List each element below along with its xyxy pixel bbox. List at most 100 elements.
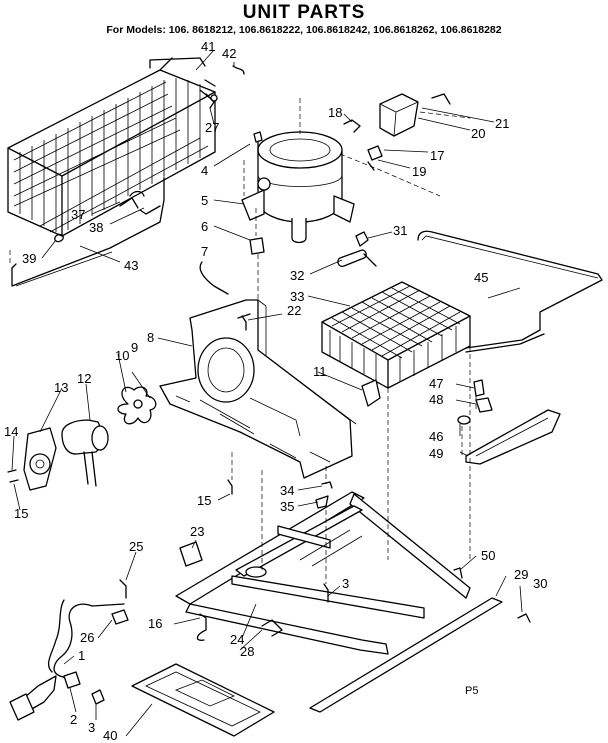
callout-12: 12: [77, 371, 91, 386]
part-4-bolt: [253, 131, 263, 153]
callout-43: 43: [124, 258, 138, 273]
part-29-rail: [309, 597, 503, 713]
callout-35: 35: [280, 499, 294, 514]
callout-49: 49: [429, 446, 443, 461]
callout-26: 26: [80, 630, 94, 645]
part-7-clip: [199, 261, 229, 295]
callout-22: 22: [287, 303, 301, 318]
callout-24: 24: [230, 632, 244, 647]
part-16-screw-wire: [196, 613, 207, 641]
callout-7: 7: [201, 244, 208, 259]
page-reference: P5: [465, 685, 478, 697]
part-28-clip: [261, 619, 283, 637]
part-46-plug: [457, 415, 471, 425]
callout-41: 41: [201, 39, 215, 54]
callout-23: 23: [190, 524, 204, 539]
callout-13: 13: [54, 380, 68, 395]
part-30-screw: [517, 613, 531, 623]
relay-overload-group: [343, 93, 451, 171]
callout-48: 48: [429, 392, 443, 407]
callout-47: 47: [429, 376, 443, 391]
callout-27: 27: [205, 120, 219, 135]
part-45-tube: [417, 230, 603, 353]
condenser-coil: [321, 281, 471, 389]
callout-2: 2: [70, 712, 77, 727]
assembly-lines-2: [339, 111, 471, 197]
fan-shroud-bracket: [159, 299, 357, 479]
part-39-clip: [54, 233, 64, 243]
part-15-screw: [227, 479, 233, 495]
part-32-drier: [337, 249, 367, 267]
assembly-lines-4: [231, 452, 327, 584]
callout-6: 6: [201, 219, 208, 234]
callout-19: 19: [412, 164, 426, 179]
callout-17: 17: [430, 148, 444, 163]
part-47-fitting: [473, 379, 485, 397]
part-42-clip: [232, 65, 245, 75]
page-title: UNIT PARTS: [242, 2, 366, 23]
callout-37: 37: [71, 207, 85, 222]
part-6-grommet: [249, 237, 265, 255]
callout-9: 9: [131, 340, 138, 355]
callout-14: 14: [4, 424, 18, 439]
callout-5: 5: [201, 193, 208, 208]
part-12-fan-motor: [61, 419, 109, 487]
callout-50: 50: [481, 548, 495, 563]
part-32-drier-tube: [363, 253, 377, 267]
callout-10: 10: [115, 348, 129, 363]
compressor: [241, 131, 355, 244]
assembly-lines-1: [243, 98, 301, 300]
callout-25: 25: [129, 539, 143, 554]
callout-18: 18: [328, 105, 342, 120]
callout-15-upper: 15: [197, 493, 211, 508]
part-27-screw: [205, 93, 215, 109]
part-22-screw: [237, 313, 251, 331]
callout-20: 20: [471, 126, 485, 141]
part-49-trough-inner: [475, 417, 549, 457]
part-31-clip: [355, 231, 369, 247]
callout-32: 32: [290, 268, 304, 283]
callout-38: 38: [89, 220, 103, 235]
callout-4: 4: [201, 163, 208, 178]
part-10-fan-blade: [117, 386, 157, 425]
part-2-grommet: [63, 671, 81, 689]
part-1-power-cord: [9, 599, 125, 721]
evaporator-coil: [7, 57, 218, 237]
part-13-motor-bracket: [23, 427, 57, 491]
callout-15-lower: 15: [14, 506, 28, 521]
callout-34: 34: [280, 483, 294, 498]
callout-30: 30: [533, 576, 547, 591]
part-49-trough: [465, 409, 561, 465]
callout-labels: 41 42 27 18 21 20 17 19 4 5 6 31 7 37 38…: [4, 39, 547, 743]
callout-42: 42: [222, 46, 236, 61]
part-23-bracket: [179, 541, 203, 567]
callout-11: 11: [313, 364, 327, 379]
part-11-bracket: [361, 379, 381, 407]
callout-39: 39: [22, 251, 36, 266]
part-3b-screw: [91, 689, 105, 705]
part-26-clamp: [111, 609, 129, 625]
callout-33: 33: [290, 289, 304, 304]
assembly-lines-3: [461, 396, 477, 456]
part-50-screw: [453, 567, 463, 579]
part-14-screws: [7, 469, 19, 483]
callout-40: 40: [103, 728, 117, 743]
callout-3-lower: 3: [88, 720, 95, 735]
assembly-lines-6: [387, 346, 471, 560]
part-25-screw: [119, 579, 127, 599]
callout-21: 21: [495, 116, 509, 131]
callout-16: 16: [148, 616, 162, 631]
callout-3-upper: 3: [342, 576, 349, 591]
leader-lines: [11, 49, 523, 737]
part-40-drain-pan: [131, 663, 275, 737]
model-list: For Models: 106. 8618212, 106.8618222, 1…: [106, 24, 502, 36]
callout-29: 29: [514, 567, 528, 582]
part-3-screw: [323, 583, 329, 603]
callout-45: 45: [474, 270, 488, 285]
callout-28: 28: [240, 644, 254, 659]
part-43-heater-wire: [11, 177, 165, 287]
callout-8: 8: [147, 330, 154, 345]
assembly-lines-5: [9, 170, 165, 264]
callout-1: 1: [78, 648, 85, 663]
